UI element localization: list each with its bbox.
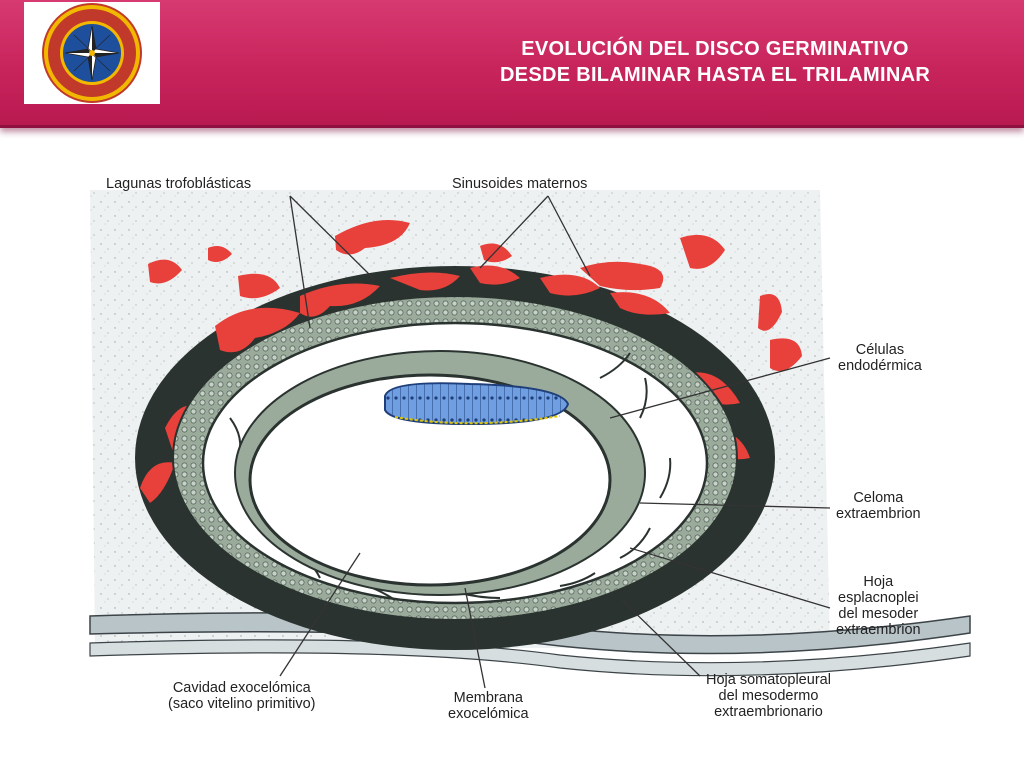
label-text: Cavidad exocelómica [172, 680, 311, 696]
germinal-disc-illustration [89, 190, 971, 689]
embryo-diagram: Lagunas trofoblásticas Sinusoides matern… [0, 128, 1024, 768]
label-hoja-esplacnopleural: Hoja esplacnoplei del mesoder extraembri… [836, 574, 921, 638]
label-text: del mesodermo [718, 688, 819, 704]
label-text: extraembrion [836, 506, 921, 522]
slide-title: EVOLUCIÓN DEL DISCO GERMINATIVO DESDE BI… [430, 36, 1000, 88]
label-text: Hoja somatopleural [706, 672, 831, 688]
compass-rose-seal-icon [42, 3, 142, 103]
label-text: (saco vitelino primitivo) [168, 696, 316, 712]
hypoblast-line [394, 415, 561, 425]
slide-header: EVOLUCIÓN DEL DISCO GERMINATIVO DESDE BI… [0, 0, 1024, 128]
label-cavidad-exocelomica: Cavidad exocelómica (saco vitelino primi… [168, 680, 315, 712]
bilaminar-embryonic-disc [384, 382, 570, 426]
title-line-2: DESDE BILAMINAR HASTA EL TRILAMINAR [499, 64, 931, 86]
label-leader-lines [279, 195, 831, 689]
label-text: Membrana [453, 690, 523, 706]
title-line-1: EVOLUCIÓN DEL DISCO GERMINATIVO [521, 38, 909, 60]
label-text: exocelómica [448, 706, 529, 722]
label-text: Lagunas trofoblásticas [106, 176, 252, 192]
label-text: Celoma [853, 490, 904, 506]
label-sinusoides-maternos: Sinusoides maternos [452, 176, 587, 192]
label-text: esplacnoplei [838, 590, 919, 606]
maternal-sinusoids [148, 219, 802, 372]
label-text: extraembrion [836, 622, 921, 638]
label-text: Células [855, 342, 905, 358]
label-celulas-endodermicas: Células endodérmica [838, 342, 922, 374]
label-membrana-exocelomica: Membrana exocelómica [448, 690, 529, 722]
exocoelomic-cavity [248, 373, 612, 587]
label-text: endodérmica [838, 358, 922, 374]
label-celoma-extraembrionario: Celoma extraembrion [836, 490, 921, 522]
label-text: Hoja [863, 574, 894, 590]
label-text: Sinusoides maternos [452, 176, 588, 192]
label-text: extraembrionario [714, 704, 823, 720]
label-hoja-somatopleural: Hoja somatopleural del mesodermo extraem… [706, 672, 831, 720]
label-lagunas-trofoblasticas: Lagunas trofoblásticas [106, 176, 251, 192]
university-logo [24, 2, 160, 104]
label-text: del mesoder [838, 606, 919, 622]
